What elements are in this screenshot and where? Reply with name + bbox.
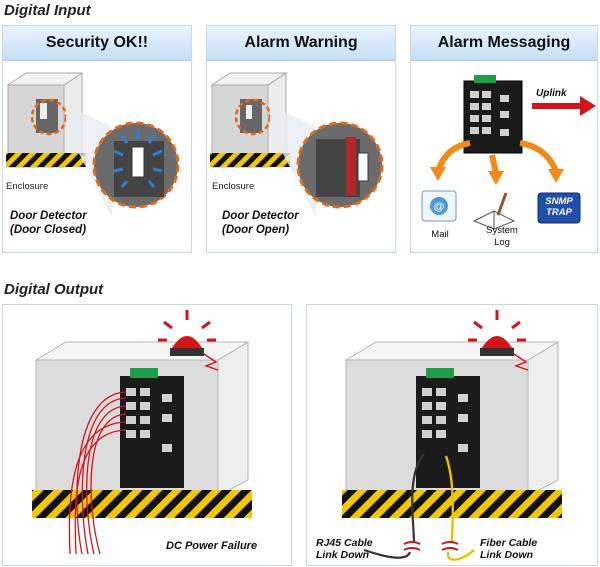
door-open-caption-line1: Door Detector bbox=[222, 210, 299, 222]
door-open-illustration bbox=[210, 72, 384, 217]
door-open-caption-line2: (Door Open) bbox=[222, 224, 290, 236]
digital-output-title: Digital Output bbox=[4, 281, 104, 298]
system-log-label-line2: Log bbox=[494, 237, 510, 248]
fiber-label-line2: Link Down bbox=[480, 549, 534, 561]
enclosure-label-1: Enclosure bbox=[6, 181, 49, 192]
alarm-messaging-title: Alarm Messaging bbox=[411, 26, 597, 61]
uplink-label: Uplink bbox=[536, 88, 567, 99]
digital-input-title: Digital Input bbox=[4, 2, 91, 19]
rj45-label-line1: RJ45 Cable bbox=[316, 537, 373, 549]
link-down-illustration bbox=[342, 310, 562, 561]
door-closed-caption-line1: Door Detector bbox=[10, 210, 87, 222]
door-closed-caption-line2: (Door Closed) bbox=[10, 224, 87, 236]
rj45-link-down-label: RJ45 Cable Link Down bbox=[316, 537, 373, 561]
power-failure-illustration bbox=[32, 310, 252, 555]
system-log-label-line1: System bbox=[486, 225, 518, 236]
mail-label: Mail bbox=[431, 229, 449, 240]
alarm-warning-panel: Alarm Warning bbox=[206, 25, 396, 253]
door-closed-illustration bbox=[6, 72, 180, 217]
enclosure-label-2: Enclosure bbox=[212, 181, 255, 192]
snmp-label-line1: SNMP bbox=[545, 196, 573, 207]
fiber-label-line1: Fiber Cable bbox=[480, 537, 538, 549]
door-closed-caption: Door Detector (Door Closed) bbox=[10, 209, 87, 237]
rj45-label-line2: Link Down bbox=[316, 549, 370, 561]
svg-text:@: @ bbox=[434, 201, 445, 213]
door-open-caption: Door Detector (Door Open) bbox=[222, 209, 299, 237]
snmp-label-line2: TRAP bbox=[546, 207, 572, 218]
dc-power-failure-label: DC Power Failure bbox=[166, 540, 258, 552]
fiber-link-down-label: Fiber Cable Link Down bbox=[480, 537, 537, 561]
snmp-trap-icon: SNMP TRAP bbox=[538, 196, 580, 218]
alarm-messaging-illustration: @ bbox=[421, 75, 596, 230]
security-ok-title: Security OK!! bbox=[3, 26, 191, 61]
alarm-warning-title: Alarm Warning bbox=[207, 26, 395, 61]
system-log-label: System Log bbox=[474, 225, 530, 249]
